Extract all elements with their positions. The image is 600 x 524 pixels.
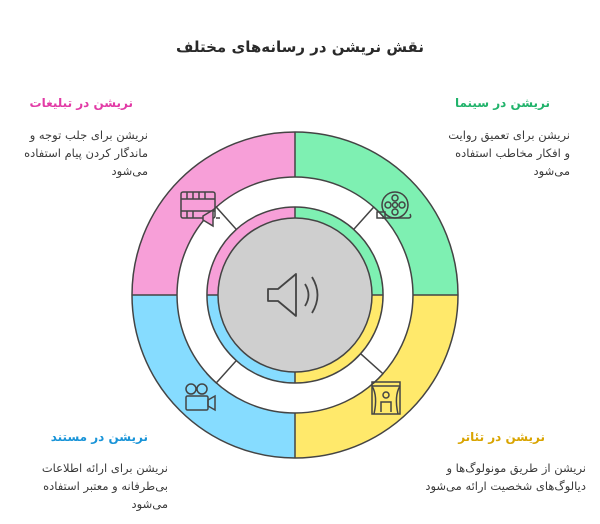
documentary-description: نریشن برای ارائه اطلاعات بی‌طرفانه و معت… [41, 461, 168, 511]
documentary-title: نریشن در مستند [50, 430, 148, 444]
film-strip-megaphone-icon [180, 191, 220, 228]
ads-description: نریشن برای جلب توجه و ماندگار کردن پیام … [24, 128, 148, 178]
theater-title: نریشن در تئاتر [458, 430, 545, 444]
theater-description: نریشن از طریق مونولوگ‌ها و دیالوگ‌های شخ… [425, 461, 586, 493]
video-camera-icon [185, 383, 216, 412]
cinema-description: نریشن برای تعمیق روایت و افکار مخاطب است… [448, 128, 570, 178]
theater-stage-icon [371, 381, 401, 415]
cinema-title: نریشن در سینما [454, 96, 550, 110]
inner-arcs [176, 176, 414, 414]
diagram-title: نقش نریشن در رسانه‌های مختلف [176, 38, 424, 56]
ads-title: نریشن در تبلیغات [29, 96, 133, 110]
center-circle [217, 217, 373, 373]
speaker-icon [267, 273, 319, 317]
film-reel-icon [376, 191, 412, 219]
outer-ring [131, 131, 459, 459]
